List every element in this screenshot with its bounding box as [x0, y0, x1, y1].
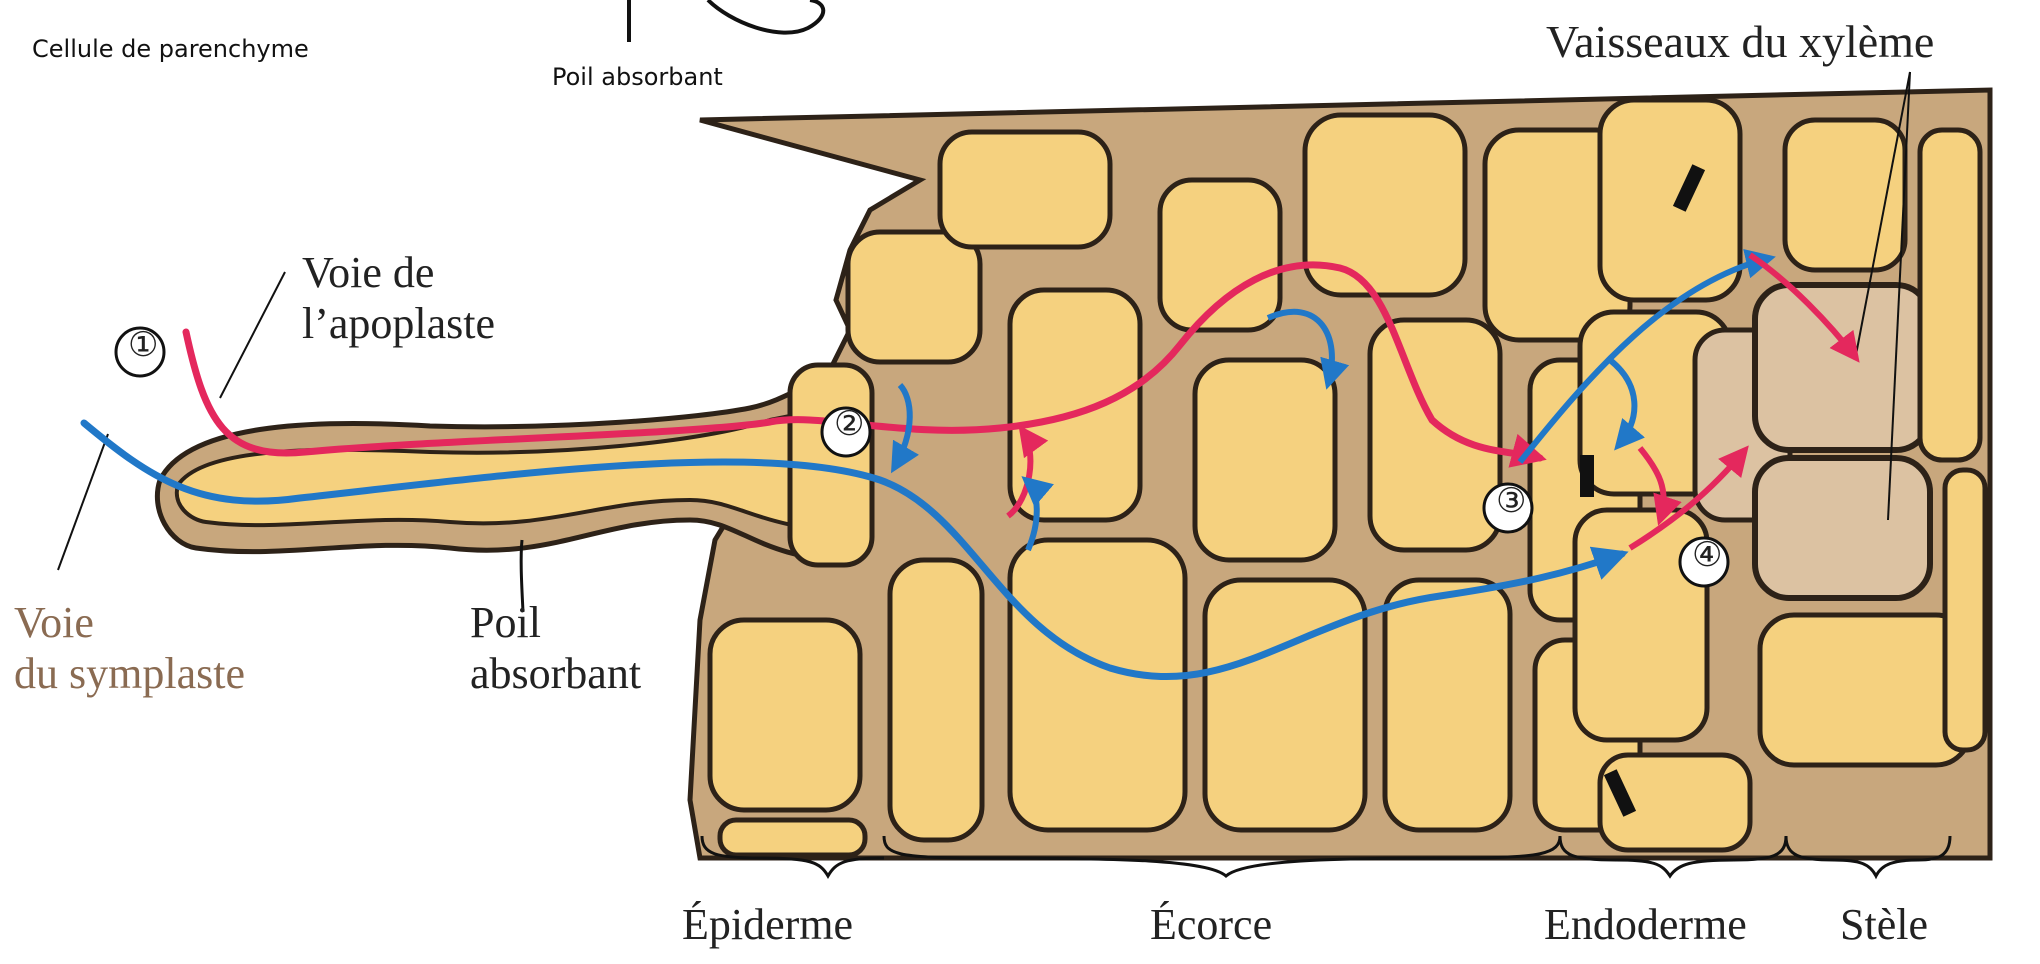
root-hair-label-line-2: absorbant — [470, 649, 641, 700]
symplast-pathway-label: Voie du symplaste — [14, 598, 245, 699]
symplast-label-line-2: du symplaste — [14, 649, 245, 700]
stele-label: Stèle — [1840, 900, 1928, 951]
small-root-hair-label: Poil absorbant — [552, 64, 723, 92]
epidermis-label: Épiderme — [682, 900, 853, 951]
marker-3: ③ — [1496, 482, 1526, 521]
root-hair-label-line-1: Poil — [470, 598, 641, 649]
small-root-hair-sketch — [629, 0, 823, 42]
stele-cells — [1755, 120, 1985, 765]
apoplast-label-line-2: l’apoplaste — [302, 299, 495, 350]
marker-2: ② — [834, 405, 864, 444]
cortex-label: Écorce — [1150, 900, 1272, 951]
marker-1: ① — [128, 326, 158, 365]
xylem-vessels-label: Vaisseaux du xylème — [1546, 16, 1934, 69]
apoplast-label-line-1: Voie de — [302, 248, 495, 299]
marker-4: ④ — [1692, 536, 1722, 575]
endodermis-label: Endoderme — [1544, 900, 1747, 951]
apoplast-pathway-label: Voie de l’apoplaste — [302, 248, 495, 349]
symplast-label-line-1: Voie — [14, 598, 245, 649]
root-hair-label: Poil absorbant — [470, 598, 641, 699]
parenchyma-cell-label: Cellule de parenchyme — [32, 36, 309, 64]
